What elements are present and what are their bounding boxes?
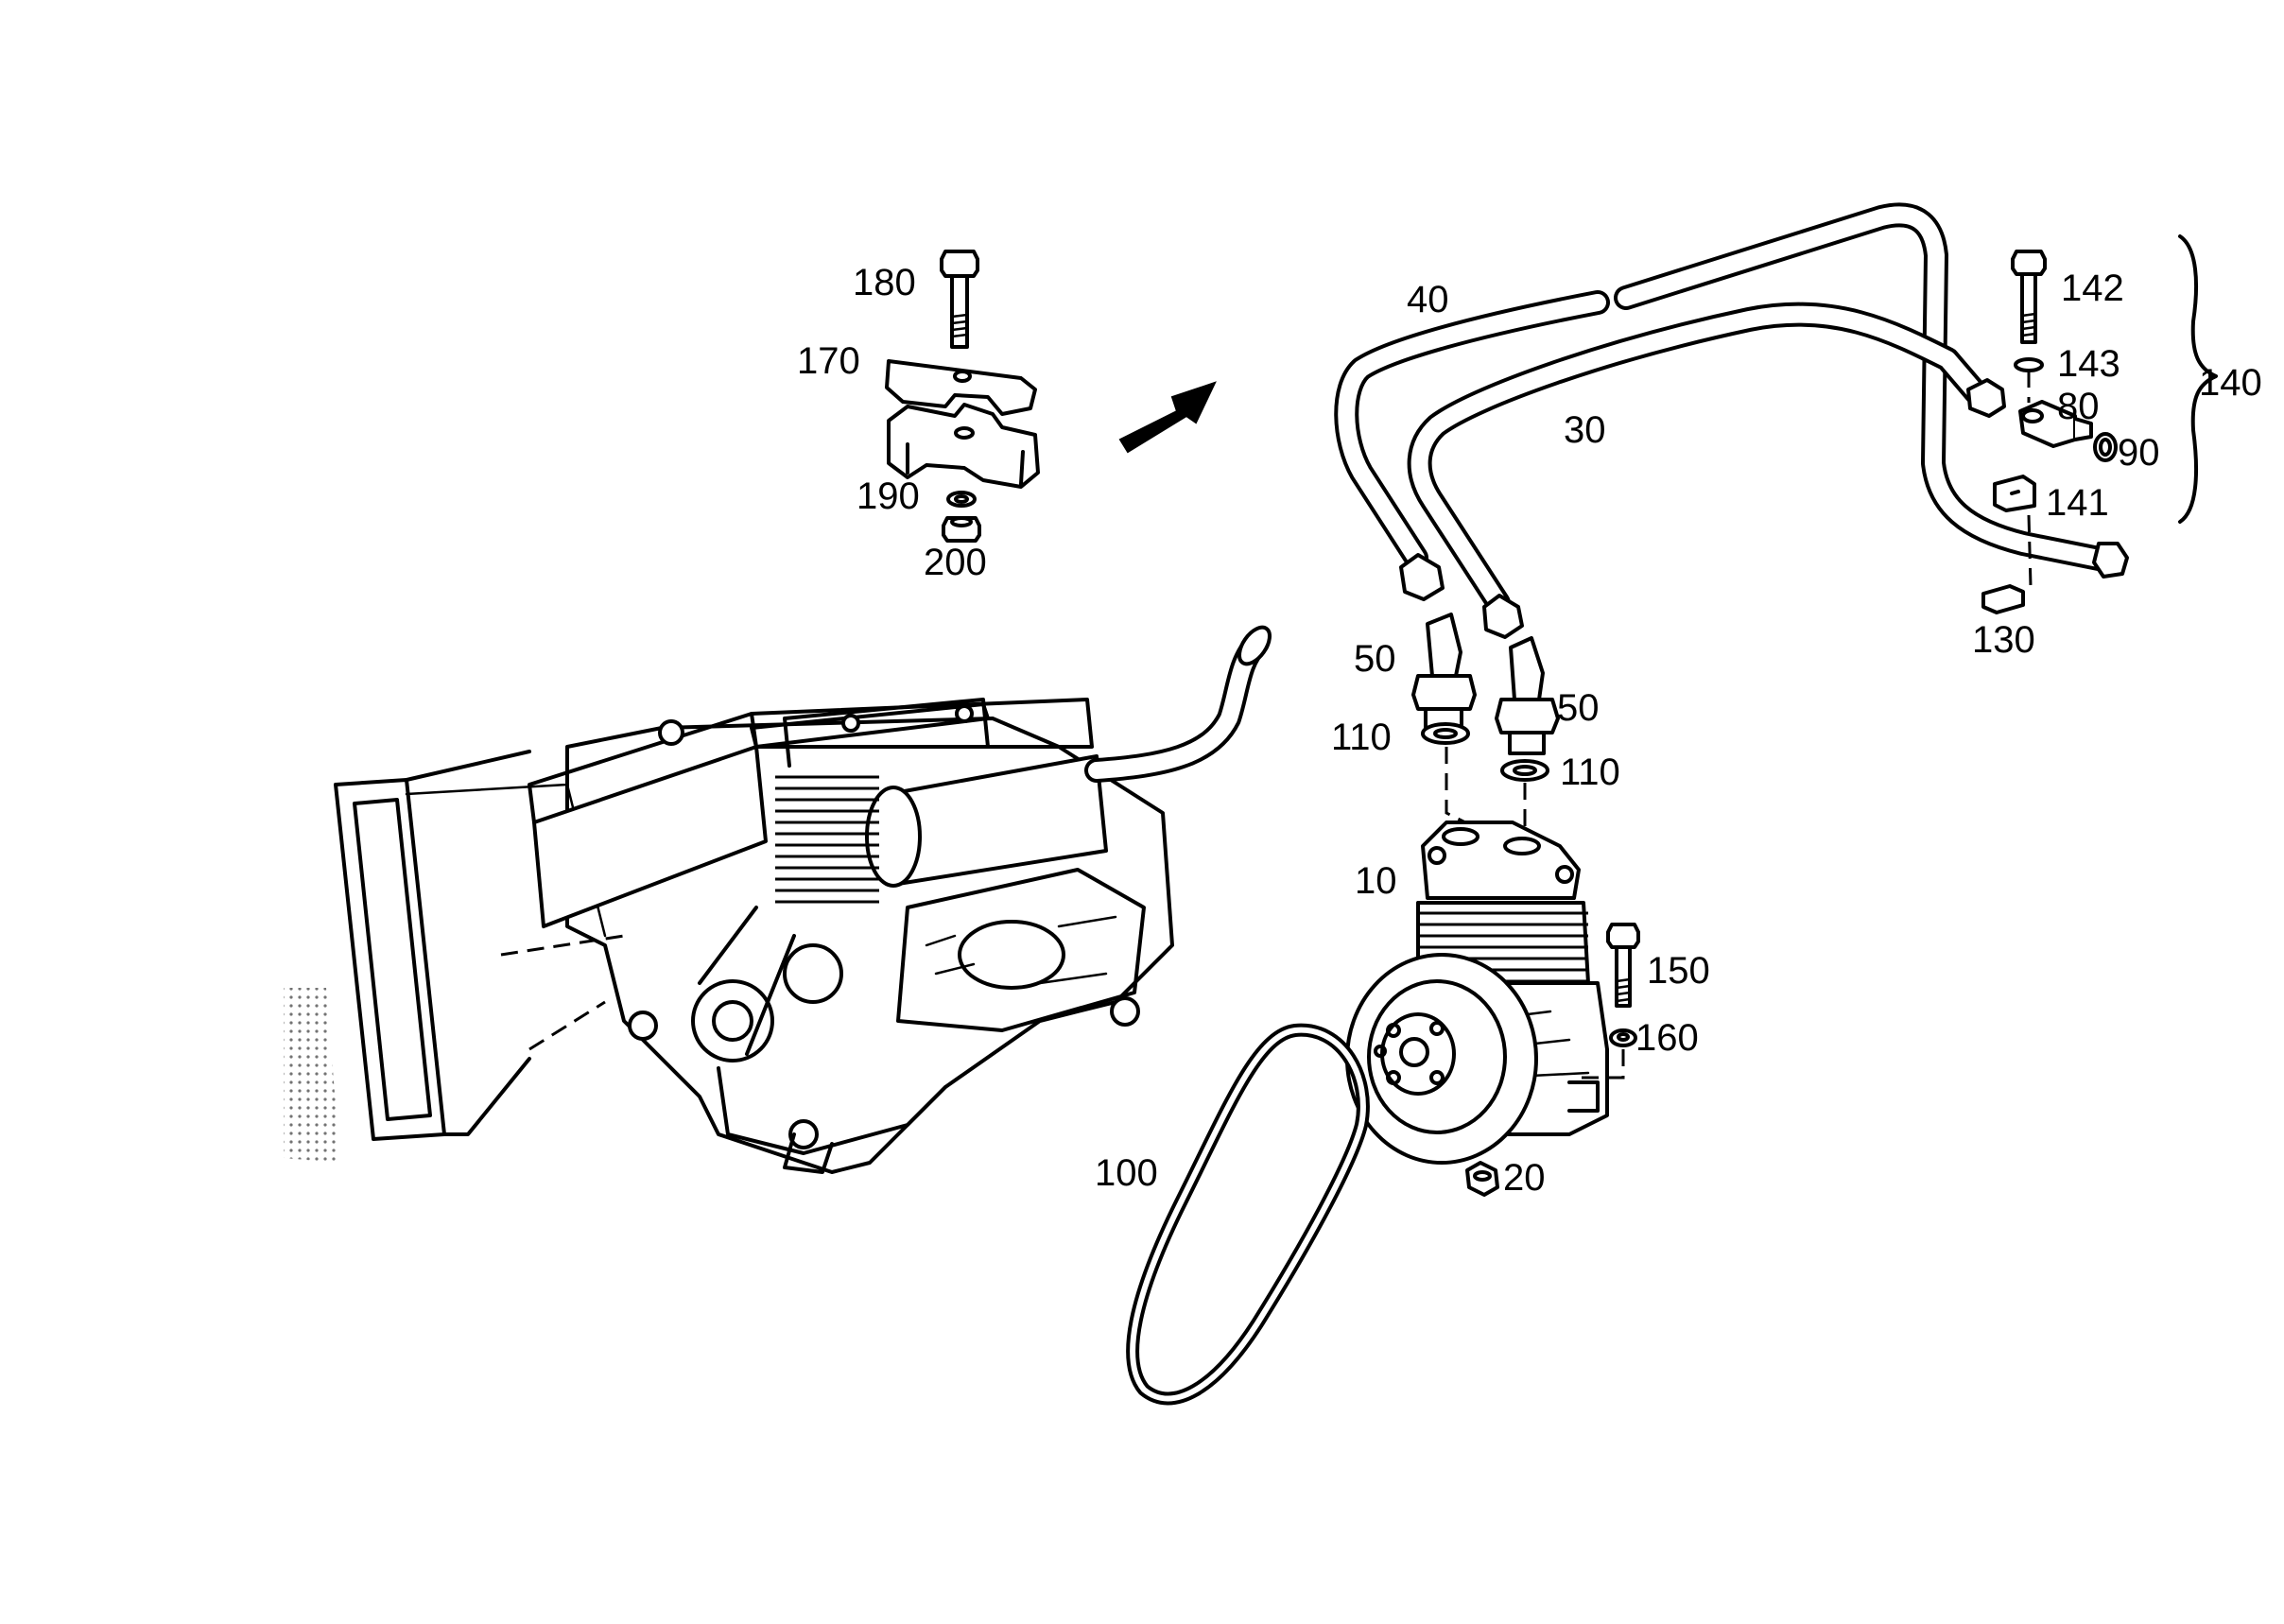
washer-110-right-icon xyxy=(1500,759,1549,782)
label-part-170: 170 xyxy=(797,340,860,382)
label-part-110-right: 110 xyxy=(1560,752,1620,793)
label-part-40: 40 xyxy=(1407,279,1449,320)
label-part-50-left: 50 xyxy=(1354,638,1396,680)
label-part-90: 90 xyxy=(2118,432,2160,474)
label-part-10: 10 xyxy=(1355,860,1397,902)
clamp-lower-icon xyxy=(887,403,1040,489)
label-part-30: 30 xyxy=(1564,409,1606,451)
label-part-190: 190 xyxy=(856,475,920,517)
washer-143-icon xyxy=(2014,357,2044,372)
label-part-100: 100 xyxy=(1095,1152,1158,1194)
engine-assembly xyxy=(284,625,1272,1174)
label-part-50-right: 50 xyxy=(1557,687,1600,729)
seal-ring-90-icon xyxy=(2093,432,2118,462)
nut-200-icon xyxy=(942,516,981,543)
washer-190-icon xyxy=(946,491,977,508)
washer-110-left-icon xyxy=(1421,722,1470,745)
label-part-150: 150 xyxy=(1647,950,1710,992)
label-part-110-left: 110 xyxy=(1331,717,1392,758)
label-part-141: 141 xyxy=(2046,482,2109,524)
label-part-200: 200 xyxy=(924,542,987,583)
elbow-fitting-50-right-icon xyxy=(1495,636,1560,755)
v-belt-100-icon xyxy=(1126,1023,1370,1406)
bolt-142-icon xyxy=(2011,250,2047,344)
bolt-150-icon xyxy=(1606,923,1640,1008)
label-part-143: 143 xyxy=(2057,343,2120,385)
pipe-30 xyxy=(1407,302,2006,639)
compressor-10-icon xyxy=(1345,821,1609,1165)
elbow-fitting-50-left-icon xyxy=(1411,613,1477,732)
label-part-160: 160 xyxy=(1635,1017,1699,1059)
pipe-40 xyxy=(1334,202,2129,601)
direction-arrow-icon xyxy=(1118,381,1217,454)
label-part-142: 142 xyxy=(2061,268,2124,309)
label-part-180: 180 xyxy=(853,262,916,303)
block-130-icon xyxy=(1981,584,2025,614)
label-part-80: 80 xyxy=(2057,386,2100,427)
clamp-upper-170-icon xyxy=(885,359,1037,416)
adapter-80-icon xyxy=(2018,400,2093,448)
group-brace-140-icon xyxy=(2178,234,2218,524)
label-part-130: 130 xyxy=(1972,619,2035,661)
label-part-20: 20 xyxy=(1503,1157,1546,1199)
label-part-140: 140 xyxy=(2199,362,2262,404)
clamp-group xyxy=(885,250,1040,543)
bolt-180-icon xyxy=(940,250,979,349)
